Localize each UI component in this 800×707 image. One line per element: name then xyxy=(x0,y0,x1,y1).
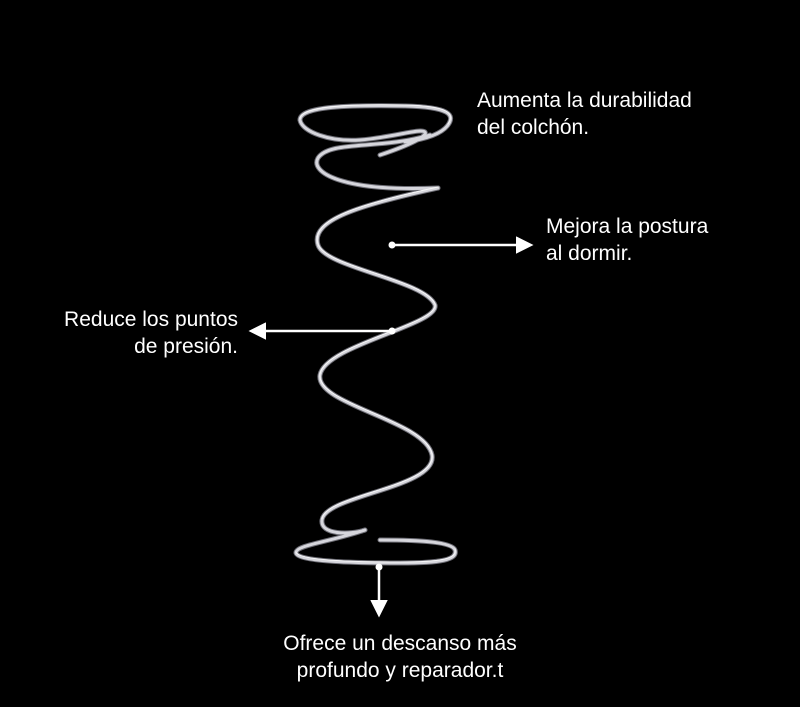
label-posture-line1: Mejora la postura xyxy=(546,215,709,238)
label-durability: Aumenta la durabilidad del colchón. xyxy=(477,87,692,141)
label-durability-line1: Aumenta la durabilidad xyxy=(477,89,692,112)
label-posture-line2: al dormir. xyxy=(546,242,633,265)
label-pressure-line1: Reduce los puntos xyxy=(64,308,238,331)
label-rest: Ofrece un descanso más profundo y repara… xyxy=(230,630,570,684)
coil-spring-icon xyxy=(293,103,458,566)
label-rest-line1: Ofrece un descanso más xyxy=(283,632,517,655)
label-pressure-line2: de presión. xyxy=(134,335,238,358)
label-pressure: Reduce los puntos de presión. xyxy=(32,306,238,360)
label-durability-line2: del colchón. xyxy=(477,116,590,139)
arrow-pressure xyxy=(248,322,396,340)
arrow-rest xyxy=(370,563,388,618)
label-rest-line2: profundo y reparador.t xyxy=(296,659,504,682)
arrow-posture xyxy=(388,236,534,254)
label-posture: Mejora la postura al dormir. xyxy=(546,213,708,267)
